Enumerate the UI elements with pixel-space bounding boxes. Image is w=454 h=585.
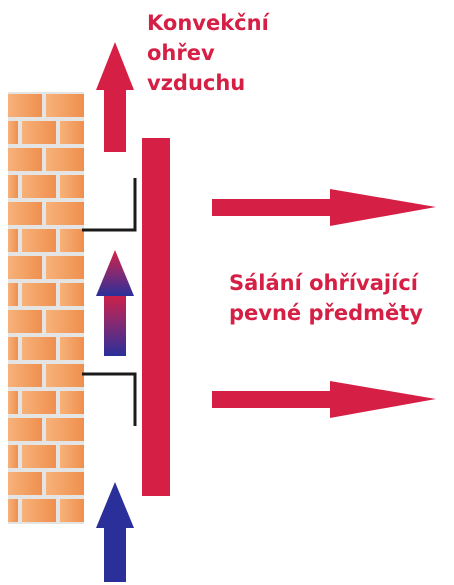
brick [8,472,42,495]
heater-panel [142,138,170,496]
brick [8,391,18,414]
brick [22,283,56,306]
brick [22,391,56,414]
brick [8,202,42,225]
brick [60,175,84,198]
radiation-label: Sálání ohřívající pevné předměty [229,268,423,328]
brick [46,148,84,171]
radiation-arrow-upper [212,189,436,226]
radiation-label-line-1: Sálání ohřívající [229,271,418,295]
brick [60,283,84,306]
convection-label-line-1: Konvekční [147,11,269,35]
brick [46,94,84,117]
brick [8,364,42,387]
brick [22,175,56,198]
brick [8,283,18,306]
brick [8,499,18,522]
brick [60,121,84,144]
brick [8,337,18,360]
brick [60,391,84,414]
brick [46,202,84,225]
brick [22,337,56,360]
brick [8,94,42,117]
brick [46,256,84,279]
brick [60,229,84,252]
brick [22,121,56,144]
brick [46,418,84,441]
brick [46,310,84,333]
brick-wall-rows [8,94,84,522]
brick [22,499,56,522]
convection-label-line-3: vzduchu [147,71,246,95]
brick [60,499,84,522]
cold-air-arrow [96,482,134,582]
brick [22,229,56,252]
brick [22,445,56,468]
radiation-label-line-2: pevné předměty [229,301,423,325]
bracket-lower [82,372,137,426]
convection-arrow-up [96,42,134,152]
brick [8,418,42,441]
convection-label: Konvekční ohřev vzduchu [147,8,269,98]
brick [46,364,84,387]
brick [8,229,18,252]
brick [8,175,18,198]
airflow-arrow-middle [96,250,134,356]
bracket-upper [82,178,137,232]
brick-wall [8,92,84,524]
brick [8,148,42,171]
brick [60,445,84,468]
brick [60,337,84,360]
brick [46,472,84,495]
brick [8,256,42,279]
radiation-arrow-lower [212,381,436,418]
convection-label-line-2: ohřev [147,41,215,65]
brick [8,310,42,333]
brick [8,121,18,144]
brick [8,445,18,468]
